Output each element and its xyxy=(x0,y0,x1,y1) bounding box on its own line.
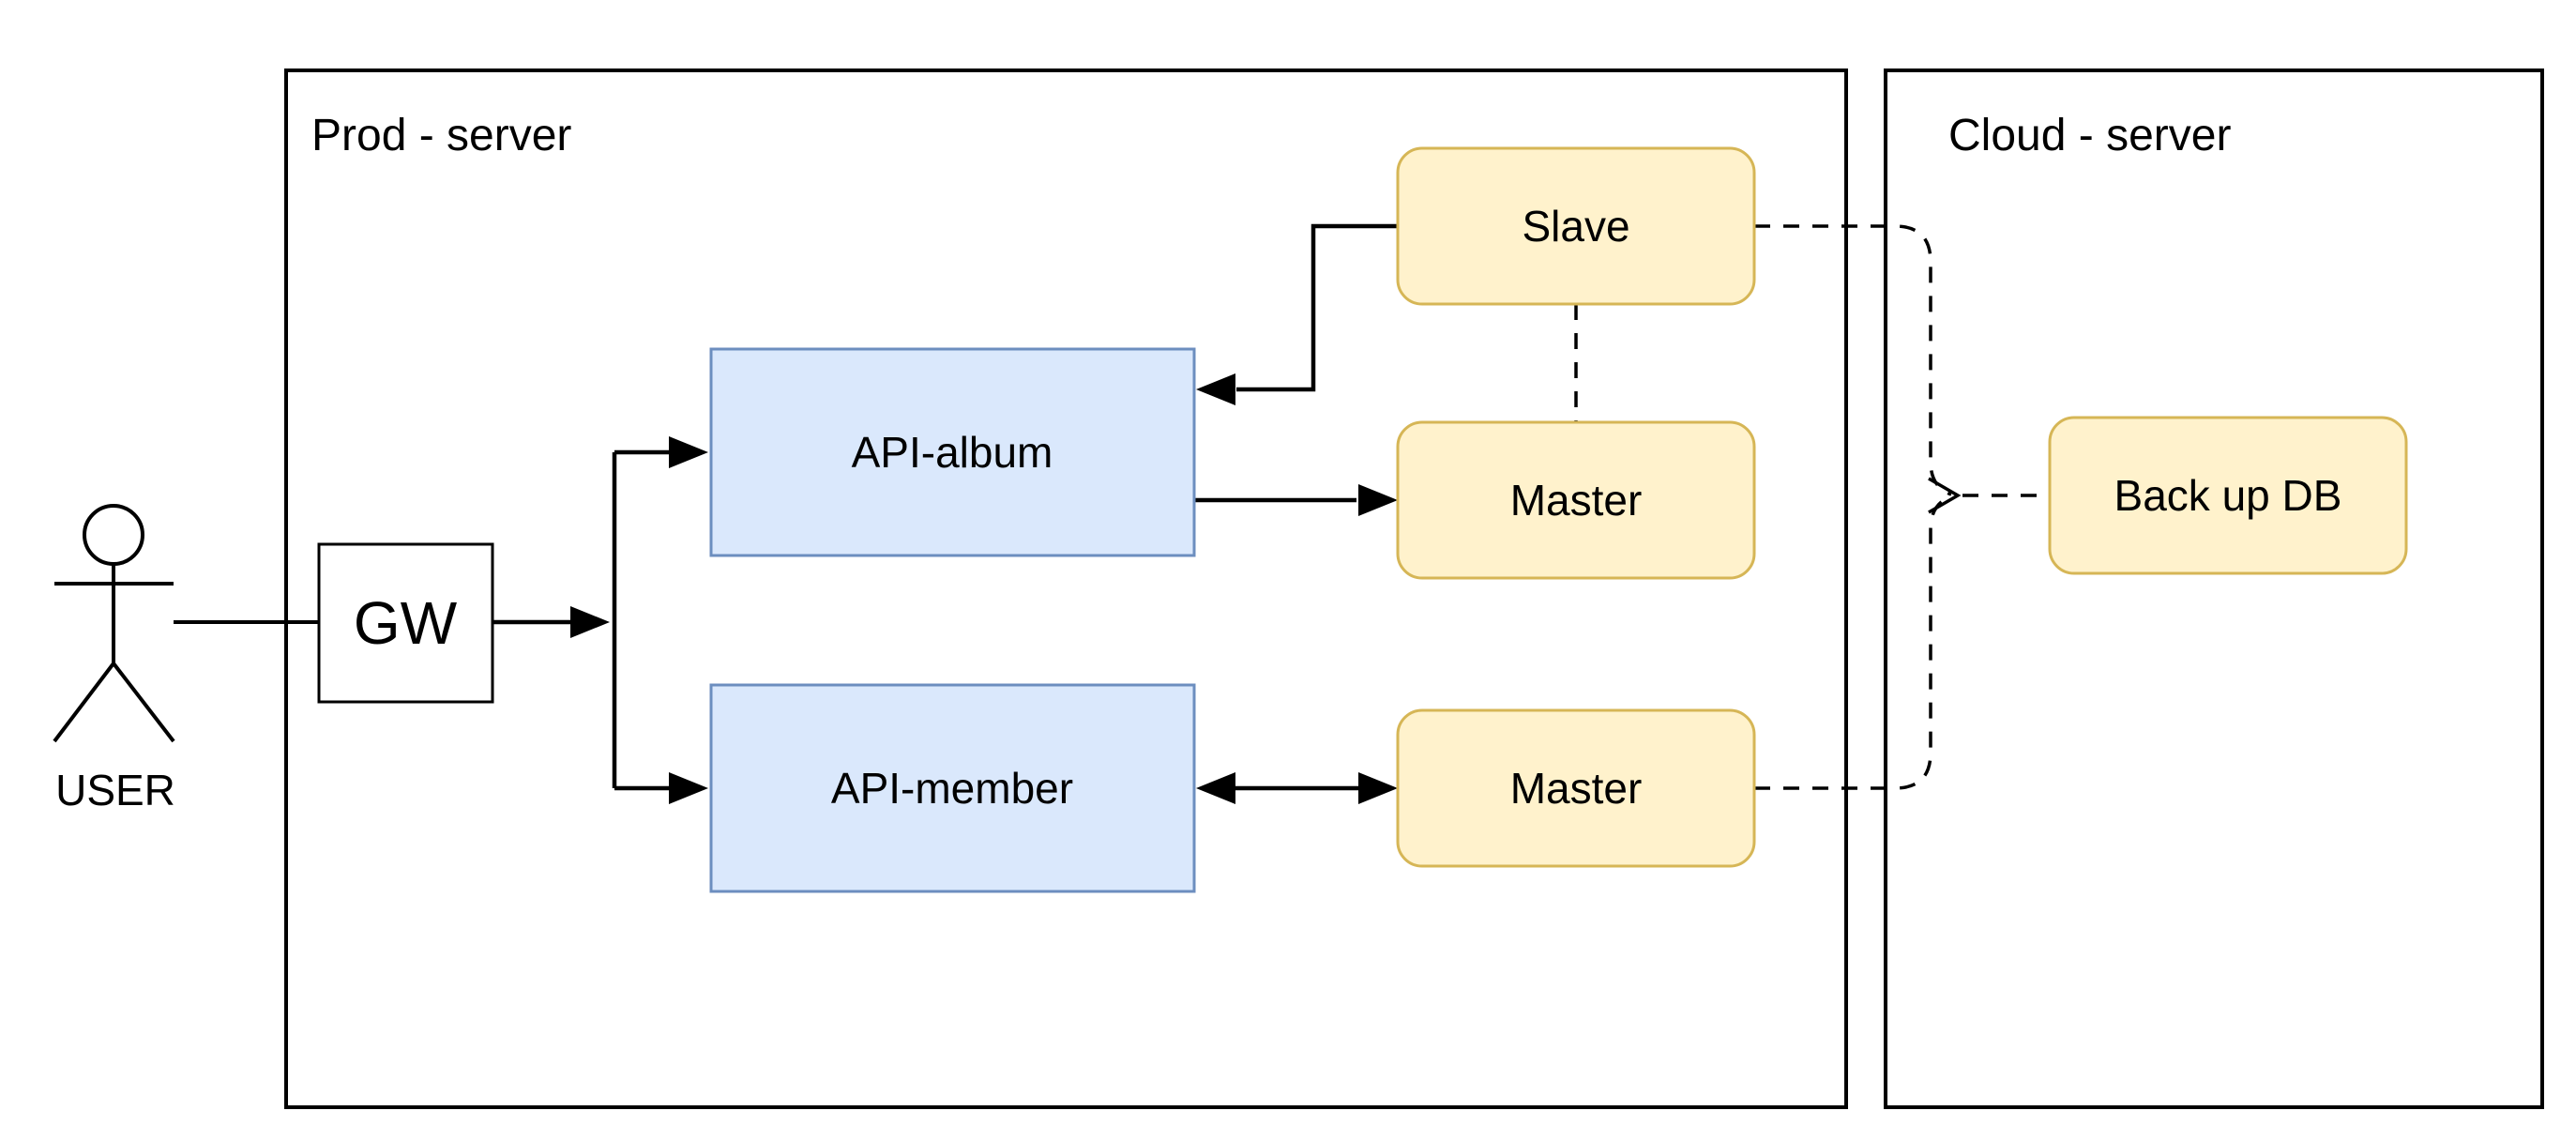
slave-node: Slave xyxy=(1396,146,1756,306)
master-upper-node-box xyxy=(1396,420,1756,580)
edge-api-member-master-lower xyxy=(1196,772,1398,804)
arrowhead xyxy=(1358,772,1398,804)
arrowhead xyxy=(1196,772,1235,804)
gw-node-label: GW xyxy=(354,589,458,657)
edge-branch-api-album xyxy=(614,436,708,468)
api-member-node-label: API-member xyxy=(831,764,1073,813)
gw-node: GW xyxy=(317,542,494,704)
slave-node-label: Slave xyxy=(1522,202,1629,251)
nodes-layer: GW API-album API-member Slave Master Mas… xyxy=(317,146,2408,893)
api-member-node: API-member xyxy=(709,683,1196,893)
edge-api-album-master-upper xyxy=(1194,484,1398,516)
arrowhead xyxy=(1358,484,1398,516)
backup-db-node-box xyxy=(2048,416,2408,575)
user-legs xyxy=(53,662,175,743)
master-upper-node: Master xyxy=(1396,420,1756,580)
edge-slave-api-album-line xyxy=(1236,223,1398,392)
backup-db-node-label: Back up DB xyxy=(2114,471,2342,520)
slave-node-box xyxy=(1396,146,1756,306)
user-head-icon xyxy=(83,504,144,566)
arrowhead xyxy=(669,772,708,804)
edge-slave-backupdb-dashed xyxy=(1754,224,1952,496)
api-member-node-box xyxy=(709,683,1196,893)
backup-db-node: Back up DB xyxy=(2048,416,2408,575)
user-actor-figure: USER xyxy=(53,504,175,814)
edge-slave-api-album xyxy=(1196,223,1398,405)
junction-chevron-icon xyxy=(1928,477,1962,514)
api-album-node-box xyxy=(709,347,1196,557)
edges-layer xyxy=(174,223,2050,804)
cloud-server-box xyxy=(1884,68,2544,1109)
master-lower-node: Master xyxy=(1396,708,1756,868)
cloud-server-container: Cloud - server xyxy=(1884,68,2544,1109)
prod-server-label: Prod - server xyxy=(311,111,571,160)
edge-branch-api-member xyxy=(614,772,708,804)
edge-master-lower-backupdb-dashed xyxy=(1754,495,1952,790)
api-album-node-label: API-album xyxy=(852,428,1053,477)
edge-gw-branch xyxy=(492,606,610,638)
arrowhead xyxy=(1196,373,1235,405)
api-album-node: API-album xyxy=(709,347,1196,557)
cloud-server-label: Cloud - server xyxy=(1948,111,2231,160)
arrowhead xyxy=(570,606,610,638)
master-lower-node-label: Master xyxy=(1510,764,1643,813)
arrowhead xyxy=(669,436,708,468)
gw-node-box xyxy=(317,542,494,704)
master-lower-node-box xyxy=(1396,708,1756,868)
user-label: USER xyxy=(55,766,175,814)
master-upper-node-label: Master xyxy=(1510,476,1643,525)
